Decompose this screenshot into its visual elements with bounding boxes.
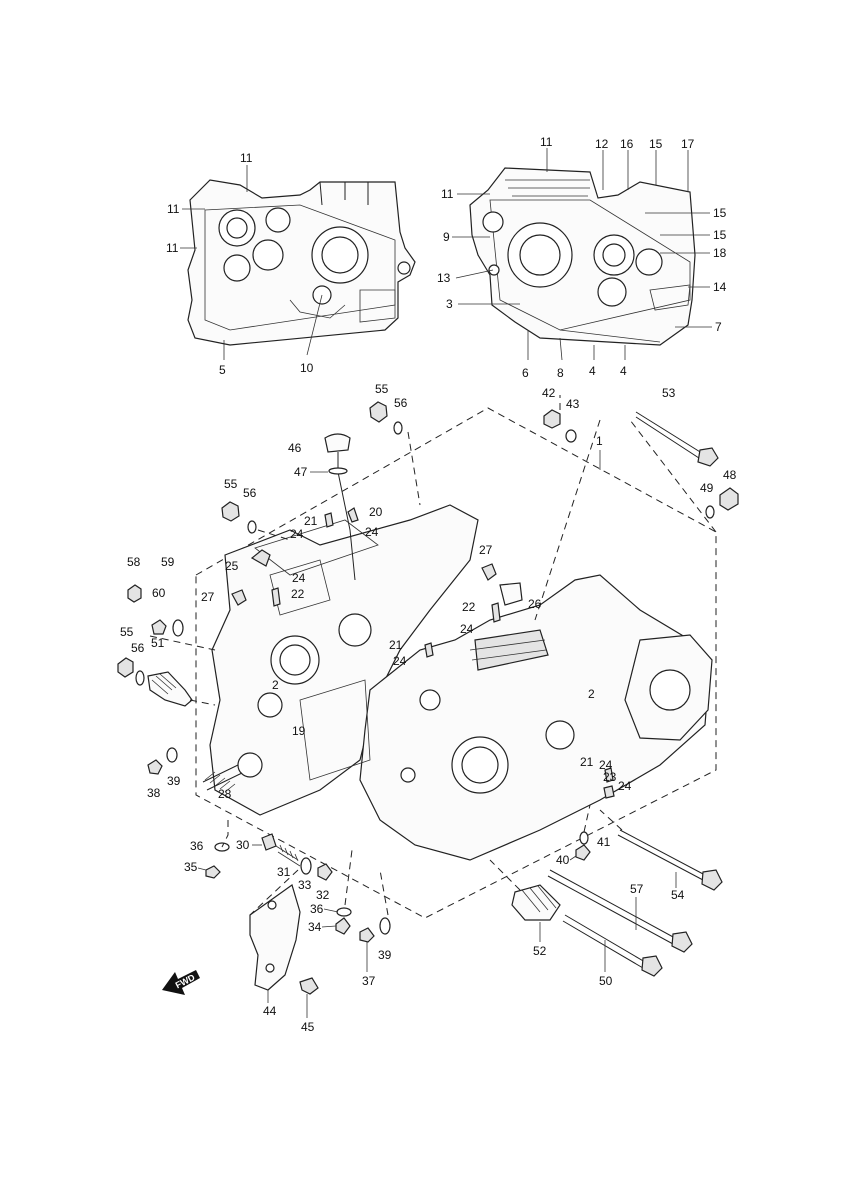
callout: 27 (479, 543, 493, 557)
callout: 22 (462, 600, 476, 614)
callout: 56 (131, 641, 145, 655)
callout: 55 (224, 477, 238, 491)
callout: 24 (393, 654, 407, 668)
callout: 11 (441, 187, 454, 201)
callout: 56 (394, 396, 408, 410)
callout: 55 (120, 625, 134, 639)
callout: 42 (542, 386, 556, 400)
main-callouts: 55 56 42 43 53 1 46 47 48 49 55 56 20 21… (120, 382, 737, 1034)
callout: 45 (301, 1020, 315, 1034)
callout: 43 (566, 397, 580, 411)
callout: 35 (184, 860, 198, 874)
callout: 21 (389, 638, 403, 652)
callout: 39 (167, 774, 181, 788)
callout: 38 (147, 786, 161, 800)
callout: 51 (151, 636, 165, 650)
callout: 27 (201, 590, 215, 604)
callout: 47 (294, 465, 308, 479)
callout: 9 (443, 230, 450, 244)
callout: 22 (291, 587, 305, 601)
top-right-callouts: 11 12 16 15 17 11 15 9 15 18 13 14 3 7 6… (437, 135, 727, 380)
callout: 11 (240, 151, 253, 165)
callout: 23 (603, 770, 617, 784)
callout: 20 (369, 505, 383, 519)
callout: 40 (556, 853, 570, 867)
callout: 31 (277, 865, 291, 879)
callout: 26 (528, 597, 542, 611)
callout: 19 (292, 724, 306, 738)
callout: 15 (713, 228, 727, 242)
callout: 44 (263, 1004, 277, 1018)
callout: 7 (715, 320, 722, 334)
callout: 34 (308, 920, 322, 934)
callout: 55 (375, 382, 389, 396)
callout: 52 (533, 944, 547, 958)
callout: 13 (437, 271, 451, 285)
callout: 1 (596, 434, 603, 448)
callout: 14 (713, 280, 727, 294)
callout: 39 (378, 948, 392, 962)
main-exploded-view (117, 395, 739, 995)
callout: 32 (316, 888, 330, 902)
callout: 48 (723, 468, 737, 482)
right-crankcase-half-view (469, 167, 696, 346)
callout: 24 (599, 758, 613, 772)
callout: 11 (166, 241, 179, 255)
callout: 2 (272, 678, 279, 692)
callout: 33 (298, 878, 312, 892)
callout: 28 (218, 787, 232, 801)
callout: 10 (300, 361, 314, 375)
callout: 17 (681, 137, 695, 151)
callout: 2 (588, 687, 595, 701)
callout: 4 (620, 364, 627, 378)
callout: 58 (127, 555, 141, 569)
callout: 15 (713, 206, 727, 220)
callout: 37 (362, 974, 376, 988)
callout: 3 (446, 297, 453, 311)
callout: 24 (365, 525, 379, 539)
callout: 60 (152, 586, 166, 600)
callout: 21 (580, 755, 594, 769)
callout: 36 (310, 902, 324, 916)
callout: 18 (713, 246, 727, 260)
callout: 8 (557, 366, 564, 380)
callout: 57 (630, 882, 644, 896)
callout: 50 (599, 974, 613, 988)
top-left-callouts: 11 11 11 5 10 (166, 151, 323, 377)
callout: 53 (662, 386, 676, 400)
callout: 16 (620, 137, 634, 151)
forward-arrow-icon: FWD (162, 970, 200, 995)
callout: 59 (161, 555, 175, 569)
callout: 46 (288, 441, 302, 455)
callout: 56 (243, 486, 257, 500)
callout: 6 (522, 366, 529, 380)
callout: 54 (671, 888, 685, 902)
callout: 30 (236, 838, 250, 852)
callout: 24 (290, 527, 304, 541)
callout: 25 (225, 559, 239, 573)
callout: 4 (589, 364, 596, 378)
callout: 49 (700, 481, 714, 495)
callout: 24 (460, 622, 474, 636)
callout: 5 (219, 363, 226, 377)
callout: 21 (304, 514, 318, 528)
callout: 41 (597, 835, 611, 849)
callout: 15 (649, 137, 663, 151)
callout: 12 (595, 137, 609, 151)
callout: 36 (190, 839, 204, 853)
callout: 11 (167, 202, 180, 216)
callout: 24 (618, 779, 632, 793)
callout: 11 (540, 135, 553, 149)
callout: 24 (292, 571, 306, 585)
left-crankcase-half-view (187, 179, 416, 346)
